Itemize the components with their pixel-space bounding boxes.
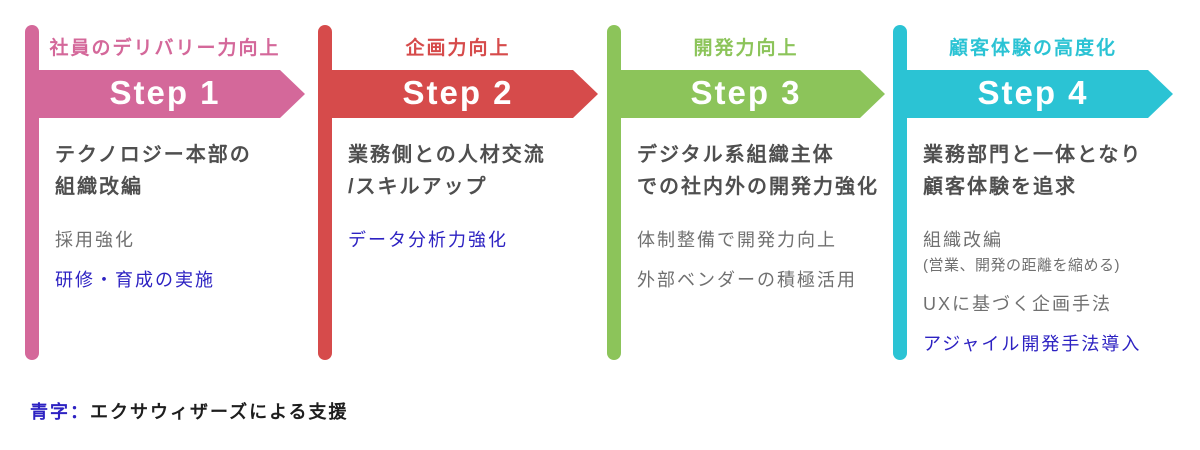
step-column-2: 企画力向上 Step 2 業務側との人材交流/スキルアップ データ分析力強化 bbox=[318, 25, 598, 385]
step-column-1: 社員のデリバリー力向上 Step 1 テクノロジー本部の組織改編 採用強化研修・… bbox=[25, 25, 305, 385]
step-title: 業務側との人材交流/スキルアップ bbox=[348, 139, 600, 203]
step-header-label: 顧客体験の高度化 bbox=[948, 38, 1117, 59]
step-item: 体制整備で開発力向上 bbox=[637, 230, 837, 250]
step-title-line: テクノロジー本部の bbox=[55, 144, 252, 166]
step-number-label: Step 4 bbox=[977, 74, 1089, 111]
step-header-label: 企画力向上 bbox=[405, 38, 511, 59]
step-item-list: 体制整備で開発力向上外部ベンダーの積極活用 bbox=[637, 229, 889, 291]
step-arrow-banner: Step 4 bbox=[893, 70, 1173, 118]
step-content: 業務部門と一体となり顧客体験を追求 組織改編 (営業、開発の距離を縮める) UXに基… bbox=[923, 139, 1175, 373]
step-title-line: 組織改編 bbox=[55, 176, 143, 198]
step-header-label: 社員のデリバリー力向上 bbox=[49, 38, 281, 59]
legend-text: エクサウィザーズによる支援 bbox=[90, 402, 349, 422]
step-item: 外部ベンダーの積極活用 bbox=[637, 270, 857, 290]
step-title-line: 業務側との人材交流 bbox=[348, 144, 546, 166]
step-item-list: データ分析力強化 bbox=[348, 229, 600, 251]
step-content: デジタル系組織主体での社内外の開発力強化 体制整備で開発力向上外部ベンダーの積極… bbox=[637, 139, 889, 309]
step-column-4: 顧客体験の高度化 Step 4 業務部門と一体となり顧客体験を追求 組織改編 (営… bbox=[893, 25, 1173, 385]
legend-note: 青字：エクサウィザーズによる支援 bbox=[30, 398, 349, 424]
step-item: 組織改編 bbox=[923, 230, 1003, 250]
step-number-label: Step 1 bbox=[109, 74, 221, 111]
step-item: (営業、開発の距離を縮める) bbox=[923, 257, 1120, 274]
step-title-line: での社内外の開発力強化 bbox=[637, 176, 879, 198]
step-item: UXに基づく企画手法 bbox=[923, 294, 1113, 314]
step-item: 研修・育成の実施 bbox=[55, 270, 215, 290]
step-title: 業務部門と一体となり顧客体験を追求 bbox=[923, 139, 1175, 203]
step-item: データ分析力強化 bbox=[348, 230, 508, 250]
step-title-line: 顧客体験を追求 bbox=[923, 176, 1077, 198]
step-number-label: Step 3 bbox=[690, 74, 802, 111]
step-item-list: 組織改編 (営業、開発の距離を縮める) UXに基づく企画手法アジャイル開発手法導入 bbox=[923, 229, 1175, 355]
step-title-line: デジタル系組織主体 bbox=[637, 144, 835, 166]
step-item-list: 採用強化研修・育成の実施 bbox=[55, 229, 307, 291]
step-content: テクノロジー本部の組織改編 採用強化研修・育成の実施 bbox=[55, 139, 307, 309]
step-item: 採用強化 bbox=[55, 230, 135, 250]
step-header-label: 開発力向上 bbox=[693, 38, 799, 59]
step-arrow-banner: Step 2 bbox=[318, 70, 598, 118]
step-number-label: Step 2 bbox=[402, 74, 514, 111]
step-title-line: /スキルアップ bbox=[348, 176, 488, 198]
step-title: テクノロジー本部の組織改編 bbox=[55, 139, 307, 203]
step-arrow-banner: Step 1 bbox=[25, 70, 305, 118]
step-arrow-banner: Step 3 bbox=[607, 70, 885, 118]
step-title: デジタル系組織主体での社内外の開発力強化 bbox=[637, 139, 889, 203]
step-item: アジャイル開発手法導入 bbox=[923, 334, 1142, 354]
step-title-line: 業務部門と一体となり bbox=[923, 144, 1143, 166]
step-content: 業務側との人材交流/スキルアップ データ分析力強化 bbox=[348, 139, 600, 269]
legend-blue-label: 青字： bbox=[30, 402, 90, 422]
step-column-3: 開発力向上 Step 3 デジタル系組織主体での社内外の開発力強化 体制整備で開… bbox=[607, 25, 885, 385]
